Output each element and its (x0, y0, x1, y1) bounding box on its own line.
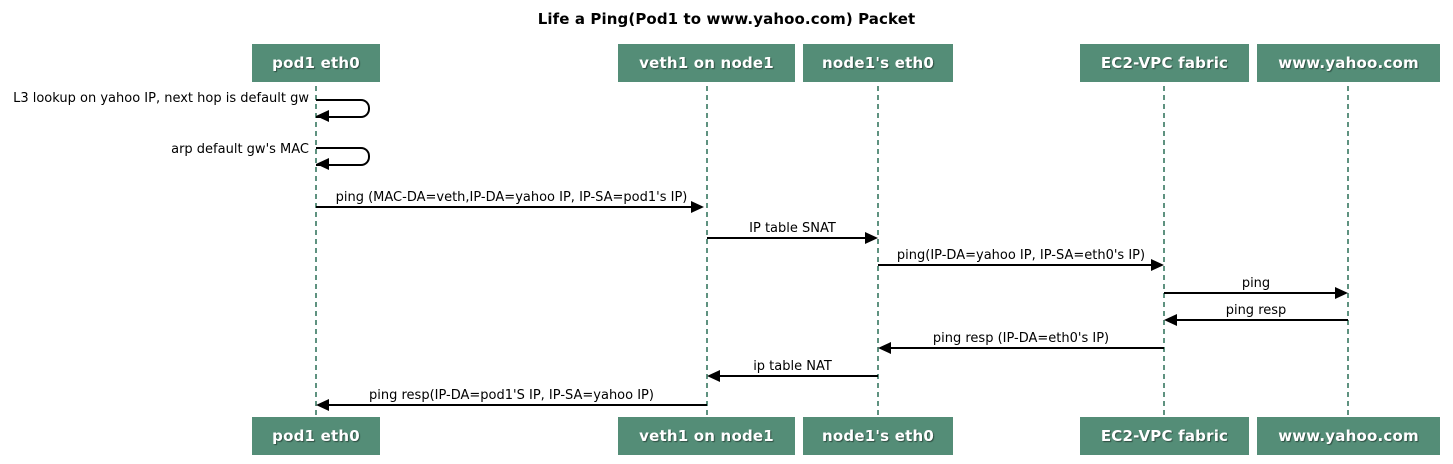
message-label-3: ping (MAC-DA=veth,IP-DA=yahoo IP, IP-SA=… (335, 190, 688, 205)
message-label-8: ping resp (IP-DA=eth0's IP) (932, 331, 1110, 346)
participant-footer-veth1[interactable]: veth1 on node1 (618, 417, 795, 455)
message-line-5 (878, 264, 1151, 266)
page-title: Life a Ping(Pod1 to www.yahoo.com) Packe… (537, 10, 916, 28)
participant-label: EC2-VPC fabric (1100, 54, 1229, 72)
lifeline-node1eth0 (877, 86, 879, 417)
message-line-4 (707, 237, 865, 239)
participant-header-veth1[interactable]: veth1 on node1 (618, 44, 795, 82)
self-message-arrowhead-2 (316, 158, 329, 170)
message-arrowhead-9 (707, 370, 720, 382)
participant-footer-ec2vpc[interactable]: EC2-VPC fabric (1080, 417, 1249, 455)
message-label-1: L3 lookup on yahoo IP, next hop is defau… (13, 91, 309, 106)
participant-header-node1eth0[interactable]: node1's eth0 (803, 44, 953, 82)
participant-footer-node1eth0[interactable]: node1's eth0 (803, 417, 953, 455)
participant-header-pod1[interactable]: pod1 eth0 (252, 44, 380, 82)
participant-footer-pod1[interactable]: pod1 eth0 (252, 417, 380, 455)
participant-header-ec2vpc[interactable]: EC2-VPC fabric (1080, 44, 1249, 82)
message-line-7 (1177, 319, 1348, 321)
message-line-9 (720, 375, 878, 377)
participant-label: www.yahoo.com (1278, 54, 1419, 72)
message-arrowhead-3 (691, 201, 704, 213)
lifeline-pod1 (315, 86, 317, 417)
self-message-loop-2 (316, 147, 370, 166)
participant-label: node1's eth0 (822, 427, 934, 445)
participant-label: veth1 on node1 (639, 54, 774, 72)
message-arrowhead-10 (316, 399, 329, 411)
message-label-2: arp default gw's MAC (171, 142, 309, 157)
message-arrowhead-5 (1151, 259, 1164, 271)
participant-label: veth1 on node1 (639, 427, 774, 445)
message-line-3 (316, 206, 691, 208)
lifeline-yahoo (1347, 86, 1349, 417)
message-arrowhead-6 (1335, 287, 1348, 299)
self-message-arrowhead-1 (316, 110, 329, 122)
message-line-6 (1164, 292, 1335, 294)
message-line-8 (891, 347, 1164, 349)
message-label-10: ping resp(IP-DA=pod1'S IP, IP-SA=yahoo I… (369, 388, 654, 403)
message-label-7: ping resp (1225, 303, 1287, 318)
participant-label: node1's eth0 (822, 54, 934, 72)
participant-header-yahoo[interactable]: www.yahoo.com (1257, 44, 1440, 82)
participant-label: pod1 eth0 (272, 54, 360, 72)
message-arrowhead-4 (865, 232, 878, 244)
message-label-4: IP table SNAT (749, 221, 836, 236)
message-arrowhead-7 (1164, 314, 1177, 326)
message-label-6: ping (1241, 276, 1271, 291)
participant-label: www.yahoo.com (1278, 427, 1419, 445)
lifeline-veth1 (706, 86, 708, 417)
message-line-10 (329, 404, 707, 406)
message-label-9: ip table NAT (753, 359, 832, 374)
participant-label: EC2-VPC fabric (1100, 427, 1229, 445)
lifeline-ec2vpc (1163, 86, 1165, 417)
participant-label: pod1 eth0 (272, 427, 360, 445)
participant-footer-yahoo[interactable]: www.yahoo.com (1257, 417, 1440, 455)
self-message-loop-1 (316, 99, 370, 118)
message-arrowhead-8 (878, 342, 891, 354)
message-label-5: ping(IP-DA=yahoo IP, IP-SA=eth0's IP) (896, 248, 1146, 263)
